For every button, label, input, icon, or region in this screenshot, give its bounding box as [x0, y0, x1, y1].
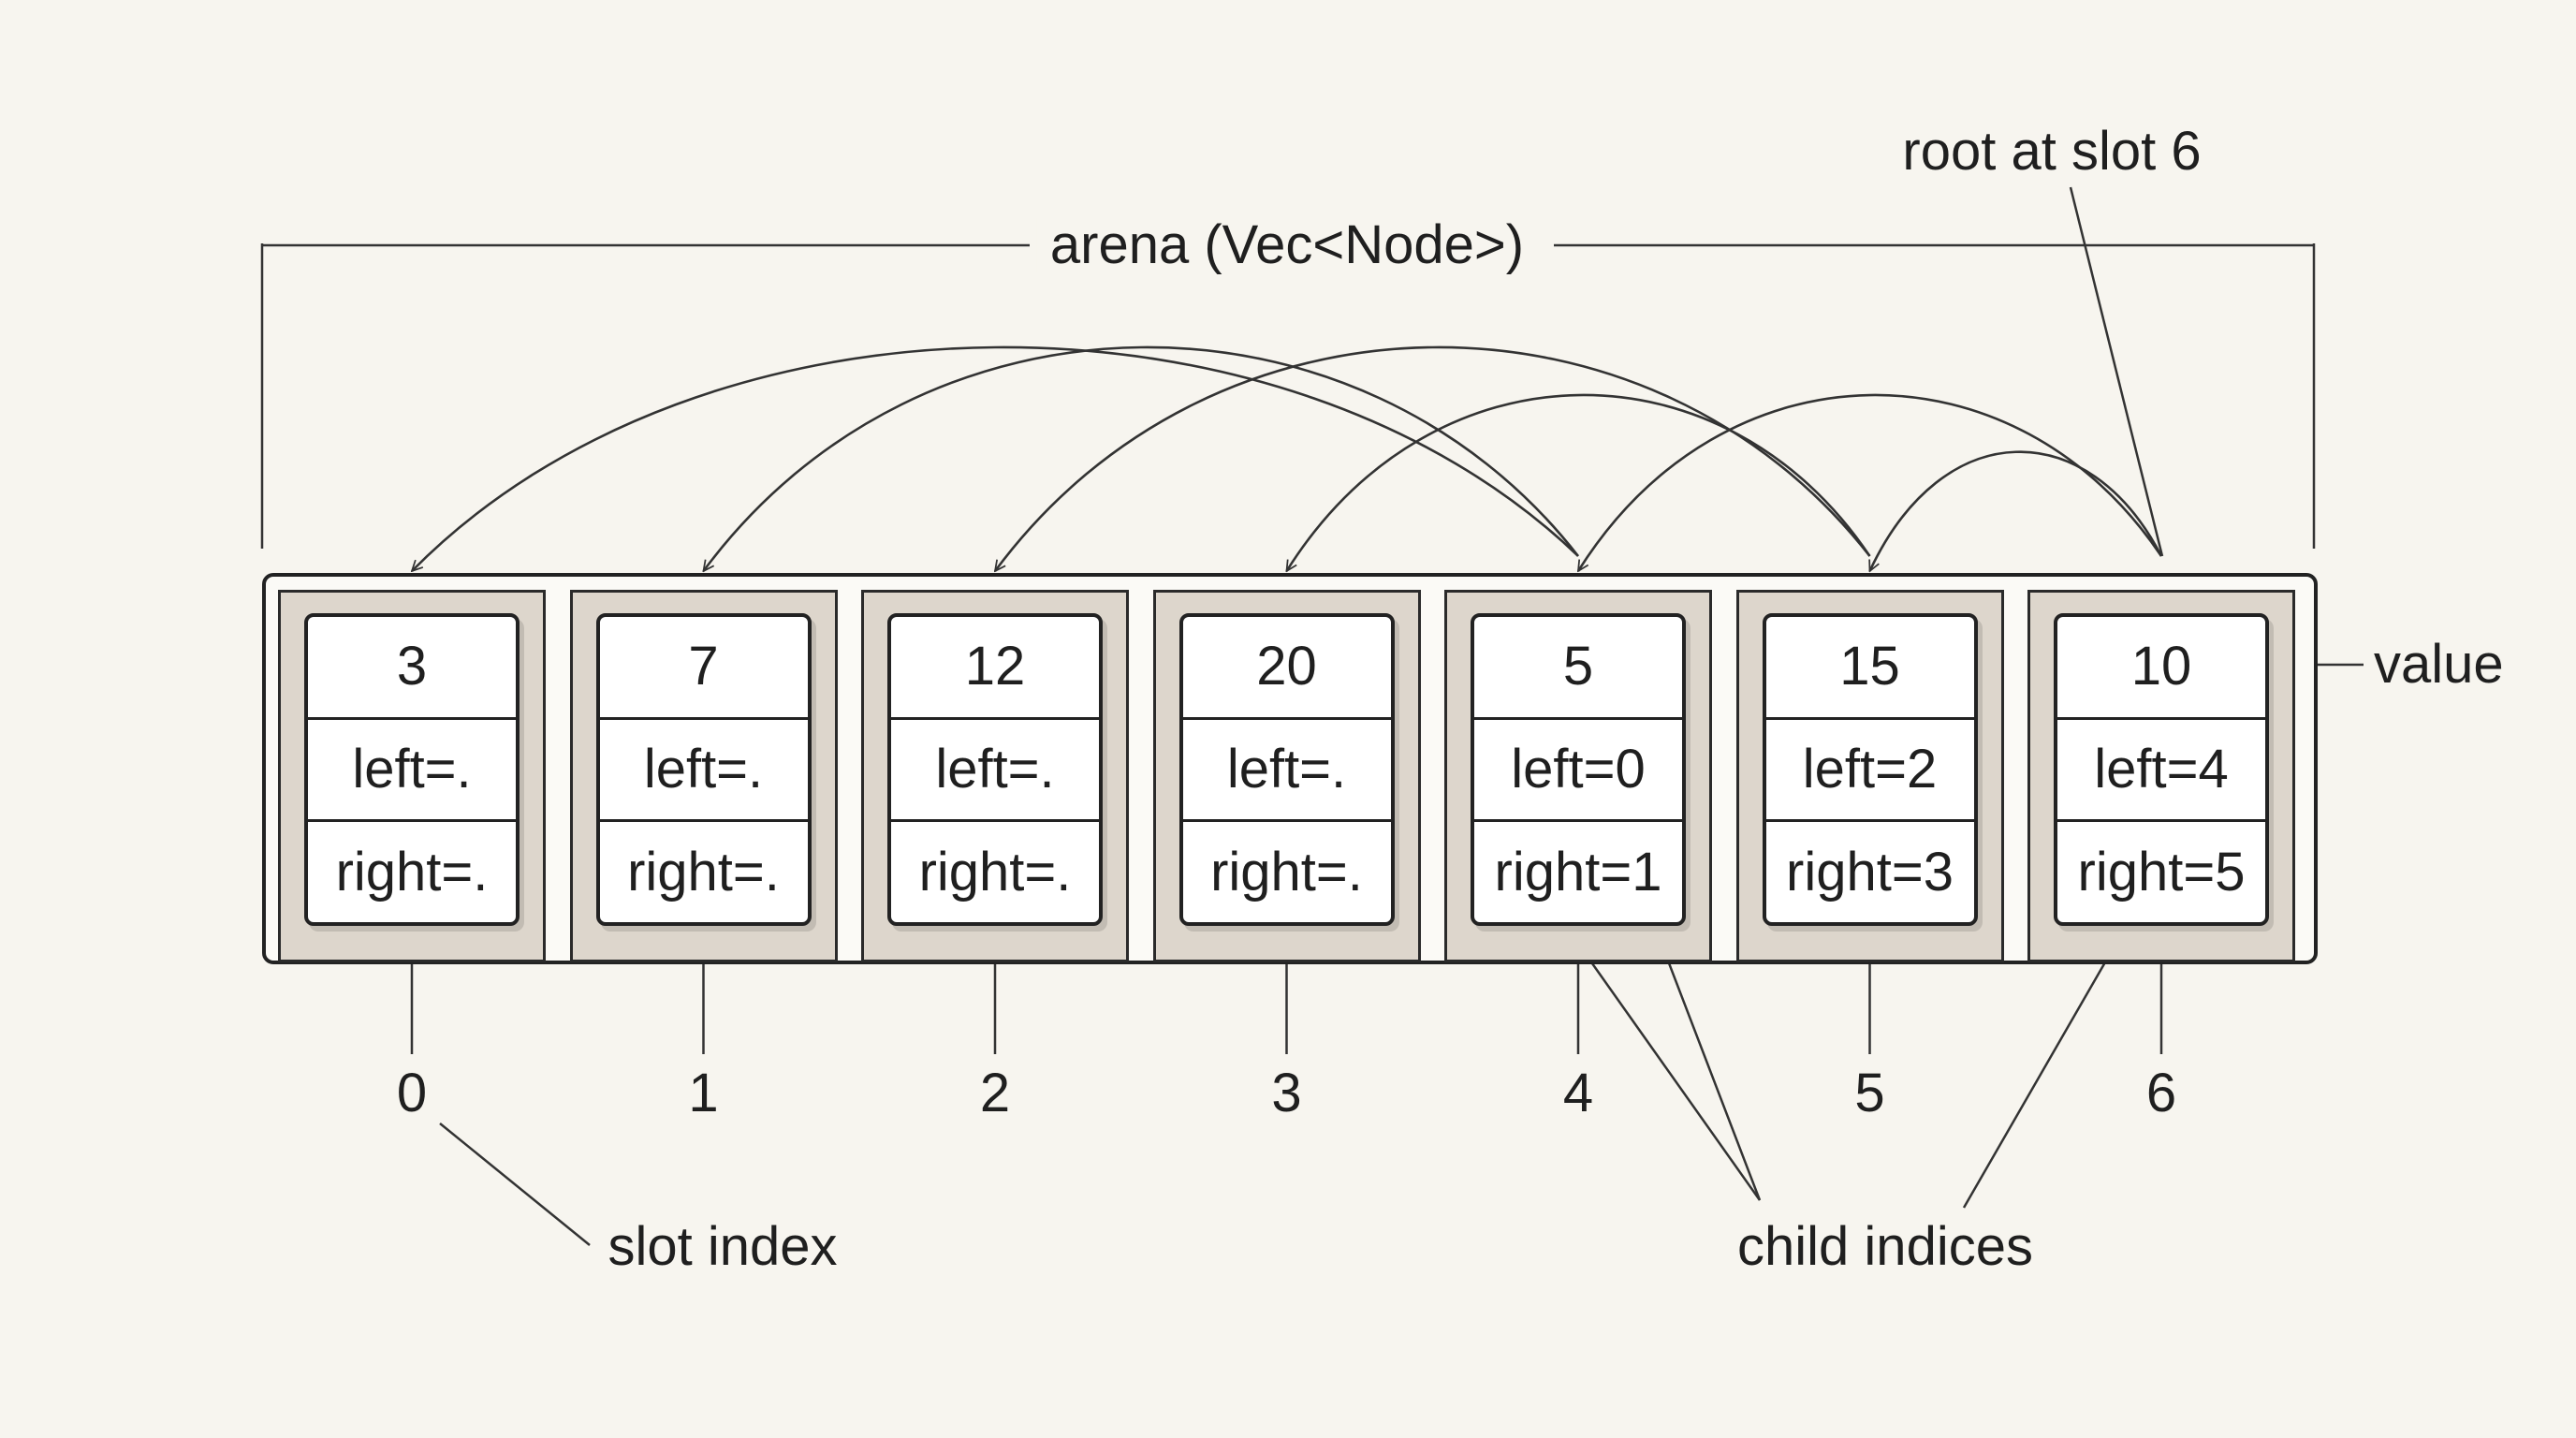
root-leader — [2069, 186, 2164, 557]
node-left: left=. — [308, 716, 516, 820]
node-right: right=1 — [1474, 819, 1682, 922]
node-left: left=2 — [1765, 716, 1974, 820]
slot-index-label: slot index — [607, 1216, 838, 1277]
node-right: right=. — [1182, 819, 1391, 922]
node-left: left=4 — [2057, 716, 2265, 820]
node-right: right=. — [599, 819, 808, 922]
node-right: right=. — [308, 819, 516, 922]
node-value: 12 — [964, 636, 1026, 697]
node-value: 5 — [1562, 636, 1594, 697]
node-value: 10 — [2130, 636, 2192, 697]
child-indices-label: child indices — [1737, 1216, 2033, 1277]
node-left: left=. — [891, 716, 1099, 820]
node-value: 7 — [688, 636, 719, 697]
pointer-arrow — [1576, 393, 2163, 571]
slot-index: 4 — [1562, 1063, 1594, 1123]
pointer-arrow — [1285, 393, 1871, 571]
arena-bracket — [260, 243, 2316, 549]
pointer-arrow — [412, 345, 1579, 571]
node-card: 12 left=.right=. — [887, 613, 1103, 926]
index-ticks — [410, 964, 2163, 1054]
arena-label: arena (Vec<Node>) — [1036, 218, 1538, 272]
pointer-arrow — [1870, 450, 2163, 571]
root-label: root at slot 6 — [1902, 121, 2202, 182]
slot-index: 3 — [1271, 1063, 1302, 1123]
node-value: 20 — [1256, 636, 1317, 697]
slot-index: 1 — [688, 1063, 719, 1123]
slot-index: 0 — [396, 1063, 428, 1123]
node-right: right=. — [891, 819, 1099, 922]
node-card: 7 left=.right=. — [595, 613, 812, 926]
node-right: right=3 — [1765, 819, 1974, 922]
node-card: 20 left=.right=. — [1178, 613, 1395, 926]
node-right: right=5 — [2057, 819, 2265, 922]
node-value: 15 — [1839, 636, 1900, 697]
value-label: value — [2374, 634, 2504, 695]
pointer-arrow — [995, 345, 1871, 571]
node-left: left=0 — [1474, 716, 1682, 820]
node-card: 3 left=.right=. — [304, 613, 520, 926]
node-left: left=. — [599, 716, 808, 820]
slot-index: 2 — [979, 1063, 1011, 1123]
node-left: left=. — [1182, 716, 1391, 820]
slot-index: 6 — [2145, 1063, 2177, 1123]
node-value: 3 — [396, 636, 428, 697]
pointer-arrows — [412, 345, 2163, 571]
slot-index-leader — [439, 1123, 591, 1246]
slot-index: 5 — [1854, 1063, 1885, 1123]
pointer-arrow — [704, 345, 1580, 571]
